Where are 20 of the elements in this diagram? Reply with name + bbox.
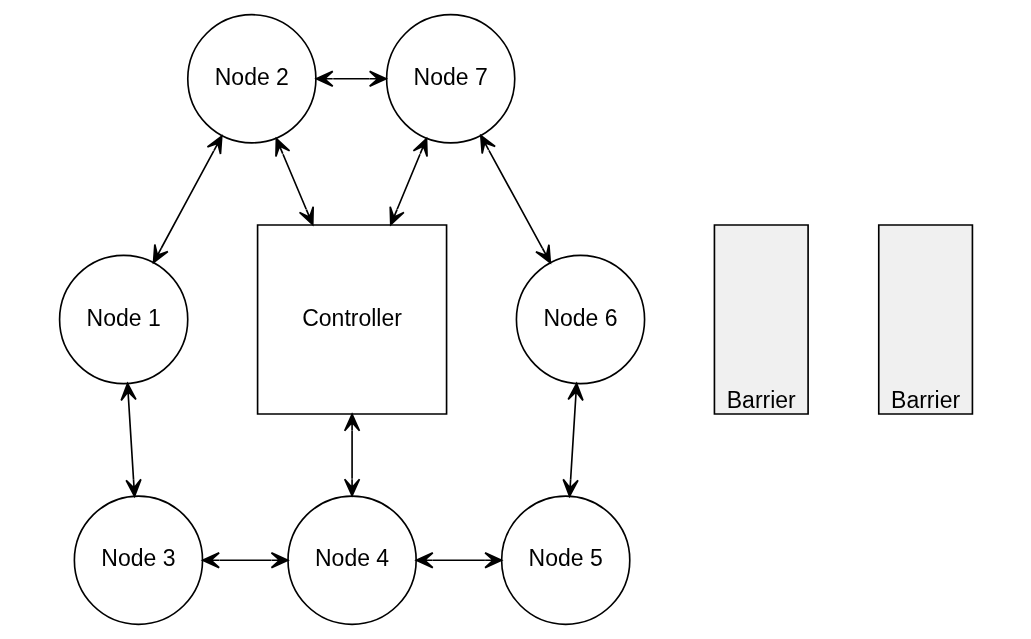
node-circle: Node 7 [385,13,516,144]
node-circle: Node 5 [500,495,631,626]
node-box: Barrier [877,224,973,415]
node-box: Controller [256,224,447,415]
node-circle: Node 1 [58,254,189,385]
arrow [561,382,584,498]
arrow [343,413,360,497]
arrow [415,552,502,569]
arrow [315,70,387,87]
node-circle: Node 4 [286,495,417,626]
node-box: Barrier [713,224,809,415]
arrow [479,134,551,264]
arrow [274,137,314,226]
node-circle: Node 3 [73,495,203,626]
arrow [152,135,223,264]
node-circle: Node 6 [515,254,645,385]
arrow [119,382,142,498]
arrow [201,552,289,569]
arrow [388,137,428,226]
node-circle: Node 2 [186,13,317,144]
